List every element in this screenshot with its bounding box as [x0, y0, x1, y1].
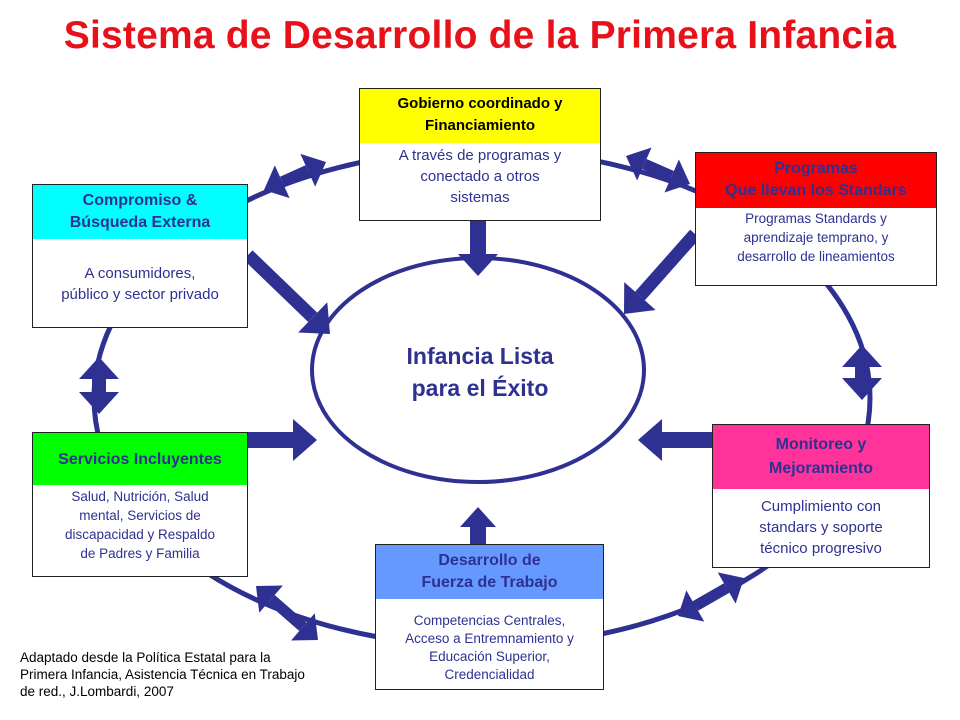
- box-monitoreo: Monitoreo y Mejoramiento Cumplimiento co…: [712, 424, 930, 568]
- box-desarrollo-header: Desarrollo de Fuerza de Trabajo: [376, 545, 603, 599]
- arrow-gobierno-to-center: [458, 221, 498, 276]
- box-gobierno-header: Gobierno coordinado y Financiamiento: [360, 89, 600, 143]
- arrow-desarrollo-to-center: [460, 507, 496, 544]
- box-programas: Programas Que llevan los Standars Progra…: [695, 152, 937, 286]
- box-programas-header: Programas Que llevan los Standars: [696, 153, 936, 208]
- box-gobierno: Gobierno coordinado y Financiamiento A t…: [359, 88, 601, 221]
- box-desarrollo: Desarrollo de Fuerza de Trabajo Competen…: [375, 544, 604, 690]
- box-compromiso: Compromiso & Búsqueda Externa A consumid…: [32, 184, 248, 328]
- arrow-servicios-to-center: [248, 419, 317, 461]
- arrow-ring-top-left: [264, 153, 326, 199]
- box-servicios-header: Servicios Incluyentes: [33, 433, 247, 485]
- box-monitoreo-header: Monitoreo y Mejoramiento: [713, 425, 929, 489]
- arrows-layer: [79, 147, 882, 641]
- arrow-compromiso-to-center: [243, 250, 330, 334]
- arrow-ring-bottom-left: [256, 585, 318, 641]
- arrow-ring-top-right: [626, 147, 690, 193]
- box-desarrollo-body: Competencias Centrales, Acceso a Entremn…: [405, 613, 574, 682]
- box-servicios: Servicios Incluyentes Salud, Nutrición, …: [32, 432, 248, 577]
- box-servicios-body: Salud, Nutrición, Salud mental, Servicio…: [64, 489, 216, 561]
- arrow-programas-to-center: [624, 229, 700, 314]
- box-programas-body: Programas Standards y aprendizaje tempra…: [737, 211, 895, 264]
- page-title: Sistema de Desarrollo de la Primera Infa…: [63, 14, 897, 57]
- box-compromiso-header: Compromiso & Búsqueda Externa: [33, 185, 247, 239]
- source-citation: Adaptado desde la Política Estatal para …: [20, 650, 305, 699]
- arrow-ring-right: [842, 345, 882, 400]
- box-monitoreo-body: Cumplimiento con standars y soporte técn…: [759, 498, 883, 557]
- box-compromiso-body: A consumidores, público y sector privado: [61, 265, 219, 303]
- arrow-ring-bottom-right: [678, 572, 744, 622]
- center-label: Infancia Lista para el Éxito: [406, 343, 554, 401]
- arrow-monitoreo-to-center: [638, 419, 712, 461]
- box-gobierno-body: A través de programas y conectado a otro…: [398, 147, 562, 206]
- arrow-ring-left: [79, 357, 119, 414]
